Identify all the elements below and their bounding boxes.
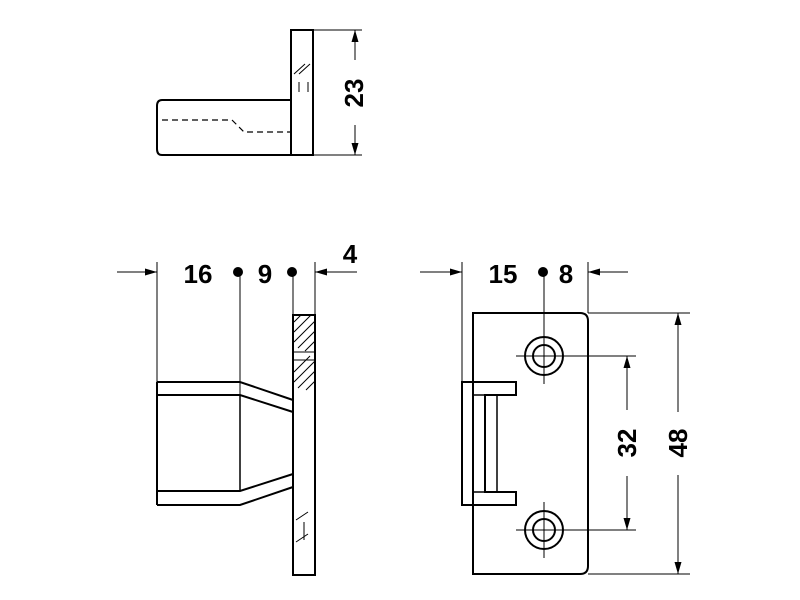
top-view-countersink xyxy=(293,63,311,92)
dim-9-dot-right xyxy=(287,267,297,277)
side-view-countersink-bottom xyxy=(295,511,309,543)
dim-8-label: 8 xyxy=(559,259,573,289)
side-view-plate xyxy=(292,314,316,576)
front-view: 15 8 32 48 xyxy=(420,259,693,575)
side-view-pin-bottom-outer xyxy=(157,486,294,506)
side-view-hatch xyxy=(293,314,316,391)
front-view-clip xyxy=(473,381,517,506)
dim-16-label: 16 xyxy=(184,259,213,289)
top-view-hidden-line xyxy=(162,119,291,133)
dim-15-label: 15 xyxy=(489,259,518,289)
dim-8-dot xyxy=(538,267,548,277)
dim-9-dot-left xyxy=(233,267,243,277)
dim-23-label: 23 xyxy=(339,79,369,108)
dim-48-label: 48 xyxy=(663,429,693,458)
dim-32-label: 32 xyxy=(612,429,642,458)
side-view-pin-bottom-inner xyxy=(157,473,294,492)
front-view-plate xyxy=(472,312,589,575)
dim-4-label: 4 xyxy=(343,239,358,269)
side-view-pin-top-inner xyxy=(157,394,294,413)
top-view-plate xyxy=(290,29,314,156)
front-view-clip-inner xyxy=(473,394,498,493)
top-view-pin xyxy=(156,99,291,156)
side-view-countersink-top xyxy=(294,351,315,361)
side-view-pin-top-outer xyxy=(157,381,294,401)
side-view: 16 9 4 xyxy=(117,239,358,576)
front-view-clip-back xyxy=(461,381,473,506)
top-view: 23 xyxy=(156,29,369,156)
dim-9-label: 9 xyxy=(258,259,272,289)
